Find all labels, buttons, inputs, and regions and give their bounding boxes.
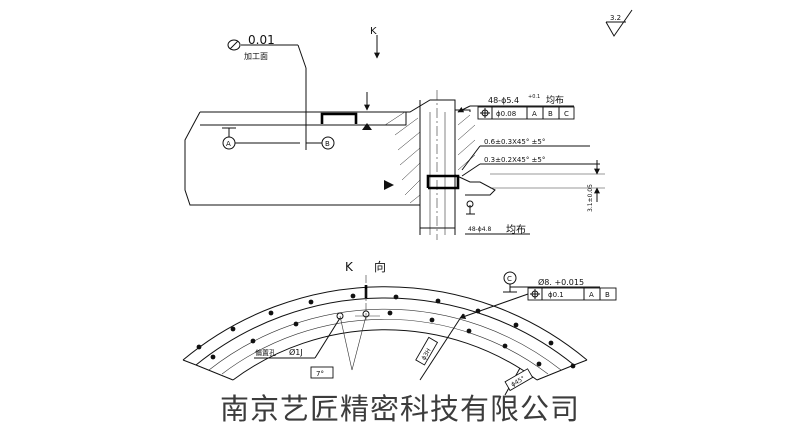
hole-spec-top-suffix: 均布: [546, 94, 564, 106]
k-view: K 向: [182, 259, 617, 396]
datum-b-label: B: [325, 140, 330, 148]
chamfer-notes: 0.6±0.3X45° ±5° 0.3±0.2X45° ±5°: [461, 138, 600, 177]
flatness-value: 0.01: [248, 33, 275, 47]
offset-hole-callout: 偏置孔 Ø1J 7°: [254, 317, 341, 379]
fcf-top-datum-b: B: [548, 110, 553, 118]
kview-datum-c: C Ø8. +0.015 ϕ0.1 A B: [459, 271, 617, 320]
company-name: 南京艺匠精密科技有限公司: [219, 392, 580, 426]
flatness-callout: 0.01 加工面: [227, 33, 307, 150]
section-hatching: [384, 111, 476, 204]
fcf-top-datum-a: A: [532, 110, 537, 118]
inner-hole-row: [210, 310, 576, 369]
datum-a: A: [222, 127, 300, 150]
hole-spec-top-tol: +0.1: [528, 94, 540, 100]
fcf-top-tol: ϕ0.08: [496, 110, 516, 118]
outer-hole-row: [196, 293, 554, 350]
datum-b: B: [305, 136, 335, 150]
hole-spec-bottom-suffix: 均布: [506, 224, 526, 236]
kview-fcf-datum-b: B: [605, 291, 610, 299]
datum-triangle: [384, 180, 394, 190]
roughness-value: 3.2: [610, 14, 621, 22]
k-view-title-k: K: [345, 260, 354, 274]
angle-label: 7°: [316, 370, 324, 378]
fcf-top-datum-c: C: [564, 110, 569, 118]
chamfer-note-1: 0.6±0.3X45° ±5°: [484, 138, 545, 146]
k-arrow-label: K: [370, 26, 377, 37]
k-view-title-dir: 向: [374, 259, 386, 274]
datum-triangle: [362, 123, 372, 130]
hole-spec-bottom: 48-ϕ4.8 均布: [420, 200, 530, 236]
slanted-labels: ϕ3H ϕ45°: [415, 313, 534, 396]
kview-datum-c-label: C: [507, 275, 512, 283]
height-dim-label: 3.1±0.05: [587, 184, 594, 212]
datum-a-label: A: [226, 140, 231, 148]
section-view: K 0.01 加工面 3.2 A: [184, 9, 633, 240]
height-dimension: 3.1±0.05: [490, 160, 605, 212]
hole-spec-top: 48-ϕ5.4 +0.1 均布 ϕ0.08 A B C: [457, 94, 575, 120]
kview-fcf-datum-a: A: [589, 291, 594, 299]
roughness-symbol: 3.2: [605, 9, 633, 37]
chamfer-note-2: 0.3±0.2X45° ±5°: [484, 156, 545, 164]
flatness-note: 加工面: [244, 51, 268, 61]
offset-dim: Ø1J: [289, 347, 303, 357]
hole-spec-top-prefix: 48-ϕ5.4: [488, 96, 519, 105]
offset-hole-label: 偏置孔: [255, 348, 276, 357]
kview-fcf-tol: ϕ0.1: [548, 291, 564, 299]
hole-spec-bottom-prefix: 48-ϕ4.8: [468, 226, 491, 233]
kview-hole-spec: Ø8. +0.015: [538, 277, 584, 287]
